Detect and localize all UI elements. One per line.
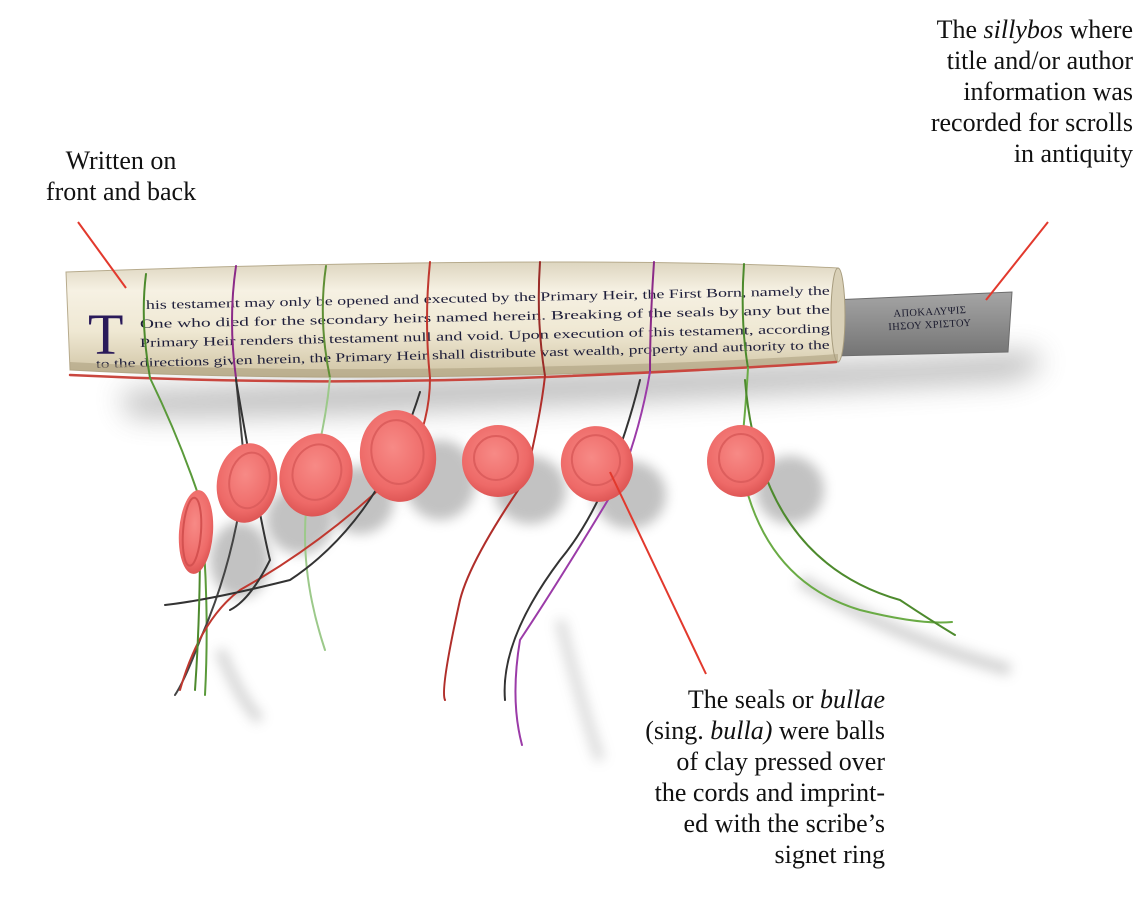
label-line: the cords and imprint- — [565, 777, 885, 808]
scroll-body: T his testament may only be opened and e… — [66, 262, 845, 377]
pointer-sillybos — [986, 222, 1048, 300]
label-line: signet ring — [565, 839, 885, 870]
label-sillybos: The sillybos where title and/or author i… — [833, 14, 1133, 169]
seal-5 — [462, 425, 534, 497]
label-text: The — [937, 15, 984, 44]
label-line: recorded for scrolls — [833, 107, 1133, 138]
label-line: information was — [833, 76, 1133, 107]
label-seals-bullae: The seals or bullae (sing. bulla) were b… — [565, 684, 885, 870]
label-line: Written on — [8, 145, 234, 176]
label-text: were balls — [772, 716, 885, 745]
label-line: The seals or bullae — [565, 684, 885, 715]
label-term-sillybos: sillybos — [984, 15, 1063, 44]
sillybos-tag: ΑΠΟΚΑΛΥΨΙΣ ΙΗΣΟΥ ΧΡΙΣΤΟΥ — [832, 292, 1012, 356]
label-line: title and/or author — [833, 45, 1133, 76]
label-line: of clay pressed over — [565, 746, 885, 777]
label-line: The sillybos where — [833, 14, 1133, 45]
seal-7 — [707, 425, 775, 497]
label-line: in antiquity — [833, 138, 1133, 169]
label-term-bulla: bulla) — [710, 716, 772, 745]
label-line: (sing. bulla) were balls — [565, 715, 885, 746]
label-text: where — [1063, 15, 1133, 44]
label-written-front-back: Written on front and back — [8, 145, 234, 207]
label-term-bullae: bullae — [820, 685, 885, 714]
seal-1 — [176, 489, 216, 575]
label-text: (sing. — [645, 716, 710, 745]
label-text: The seals or — [688, 685, 820, 714]
label-line: front and back — [8, 176, 234, 207]
label-line: ed with the scribe’s — [565, 808, 885, 839]
